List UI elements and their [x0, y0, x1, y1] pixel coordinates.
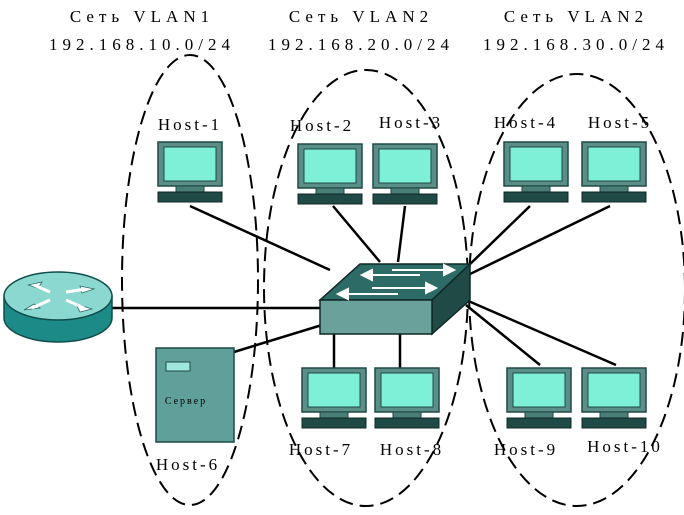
server-icon: Сервер: [155, 347, 235, 443]
links: [112, 204, 617, 368]
link-host10: [465, 298, 617, 367]
link-server: [233, 323, 323, 354]
host6-label: Host-6: [156, 455, 220, 474]
header-vlan2a: Сеть VLAN2 192.168.20.0/24: [268, 7, 454, 54]
server-label: Сервер: [165, 396, 207, 407]
link-host3: [396, 205, 407, 263]
host1-label: Host-1: [158, 115, 222, 134]
link-host2: [332, 205, 381, 263]
header-vlan2b: Сеть VLAN2 192.168.30.0/24: [483, 7, 669, 54]
vlan2a-name: Сеть VLAN2: [289, 7, 433, 26]
vlan1-name: Сеть VLAN1: [70, 7, 214, 26]
host8-label: Host-8: [380, 440, 444, 459]
host9-computer-icon: [506, 367, 572, 429]
host7-computer-icon: [301, 367, 367, 429]
host5-label: Host-5: [588, 113, 652, 132]
router-icon: [3, 271, 113, 343]
host1-computer-icon: [157, 141, 223, 203]
vlan2b-boundary: [468, 73, 684, 507]
host3-computer-icon: [372, 143, 438, 205]
host8-computer-icon: [374, 367, 440, 429]
link-host4: [465, 205, 531, 269]
vlan2a-subnet: 192.168.20.0/24: [268, 35, 454, 54]
host10-label: Host-10: [587, 437, 663, 456]
host3-label: Host-3: [379, 113, 443, 132]
link-host9: [465, 304, 541, 366]
vlan2b-subnet: 192.168.30.0/24: [483, 35, 669, 54]
host2-computer-icon: [297, 143, 363, 205]
host7-label: Host-7: [289, 440, 353, 459]
host4-label: Host-4: [494, 113, 558, 132]
host2-label: Host-2: [290, 116, 354, 135]
link-host1: [189, 204, 331, 272]
host5-computer-icon: [581, 141, 647, 203]
switch-icon: [318, 262, 472, 336]
header-vlan1: Сеть VLAN1 192.168.10.0/24: [49, 7, 235, 54]
vlan1-boundary: [121, 54, 259, 506]
vlan1-subnet: 192.168.10.0/24: [49, 35, 235, 54]
vlan2b-name: Сеть VLAN2: [504, 7, 648, 26]
host4-computer-icon: [503, 141, 569, 203]
host9-label: Host-9: [494, 440, 558, 459]
link-host5: [467, 204, 611, 277]
host10-computer-icon: [581, 367, 647, 429]
